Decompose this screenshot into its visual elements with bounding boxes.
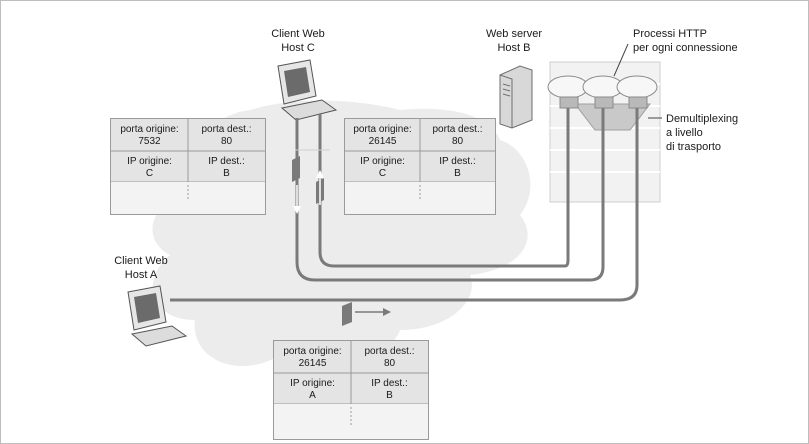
src-port-value: 7532 (138, 136, 161, 147)
dst-ip-label: IP dest.: (208, 156, 245, 167)
client-c-computer-icon (277, 59, 338, 121)
packet-a-arrow (342, 302, 391, 326)
client-a-computer-icon (127, 285, 188, 347)
dst-port-label: porta dest.: (201, 124, 252, 135)
http-process-3 (616, 75, 658, 109)
processes-leader (613, 43, 629, 77)
segment-1-grid (111, 119, 265, 214)
connection-a-26145 (170, 108, 639, 302)
src-ip-value: A (309, 390, 316, 401)
dst-ip-value: B (386, 390, 393, 401)
client-c-label: Client Web Host C (271, 28, 325, 54)
src-ip-label: IP origine: (290, 378, 335, 389)
connection-c-7532 (295, 108, 605, 282)
src-port-label: porta origine: (283, 346, 342, 357)
dst-ip-label: IP dest.: (371, 378, 408, 389)
src-port-label: porta origine: (353, 124, 412, 135)
segment-header-c-7532: porta origine: 7532 porta dest.: 80 IP o… (110, 118, 266, 215)
dst-ip-value: B (223, 168, 230, 179)
client-a-label: Client Web Host A (114, 255, 168, 281)
processes-label: Processi HTTP per ogni connessione (633, 28, 738, 54)
dst-port-value: 80 (220, 136, 233, 147)
server-b-label: Web server Host B (485, 28, 543, 54)
src-ip-value: C (145, 168, 154, 179)
packet-c-1-arrow (292, 156, 301, 214)
connection-c-26145 (318, 108, 570, 268)
demux-label: Demultiplexing a livello di trasporto (666, 113, 739, 153)
src-ip-value: C (378, 168, 387, 179)
segment-2-grid (345, 119, 495, 214)
dst-port-value: 80 (383, 358, 396, 369)
src-ip-label: IP origine: (360, 156, 405, 167)
segment-header-c-26145: porta origine: 26145 porta dest.: 80 IP … (344, 118, 496, 215)
src-port-value: 26145 (298, 358, 327, 369)
packet-c-2-arrow (316, 170, 324, 205)
demux-funnel (573, 103, 652, 131)
src-port-value: 26145 (368, 136, 397, 147)
dst-port-label: porta dest.: (364, 346, 415, 357)
dst-port-label: porta dest.: (432, 124, 483, 135)
src-ip-label: IP origine: (127, 156, 172, 167)
server-b-icon (499, 65, 533, 129)
segment-header-a-26145: porta origine: 26145 porta dest.: 80 IP … (273, 340, 429, 440)
dst-ip-value: B (454, 168, 461, 179)
src-port-label: porta origine: (120, 124, 179, 135)
dst-port-value: 80 (451, 136, 464, 147)
dst-ip-label: IP dest.: (439, 156, 476, 167)
segment-3-grid (274, 341, 428, 439)
